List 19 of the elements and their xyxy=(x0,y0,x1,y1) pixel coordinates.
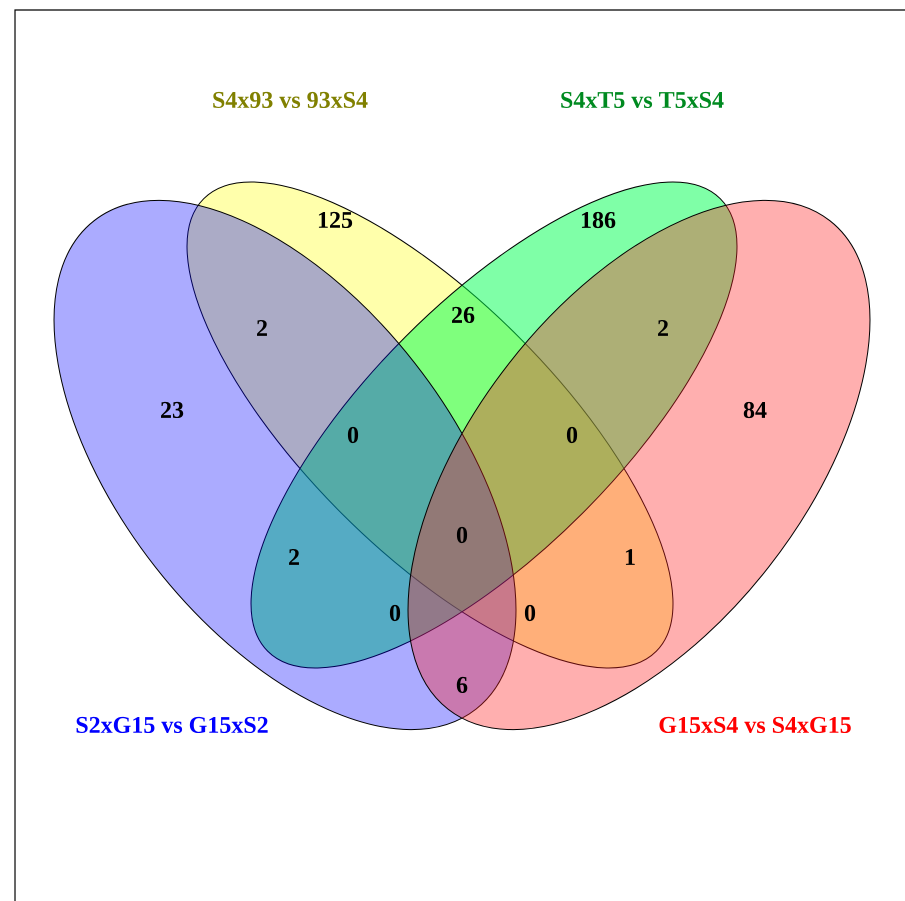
region-count: 26 xyxy=(452,306,474,324)
set-title: S2xG15 vs G15xS2 xyxy=(76,716,268,734)
region-count: 6 xyxy=(456,676,468,694)
region-count: 23 xyxy=(161,402,184,418)
region-count: 0 xyxy=(348,426,358,444)
region-count: 186 xyxy=(582,212,616,228)
region-count: 1 xyxy=(626,549,635,565)
region-count: 0 xyxy=(566,426,578,444)
region-count: 2 xyxy=(257,320,267,336)
region-count: 2 xyxy=(289,549,299,565)
region-count: 0 xyxy=(390,604,400,622)
set-title: G15xS4 vs S4xG15 xyxy=(660,716,851,734)
region-count: 84 xyxy=(744,402,767,418)
region-count: 125 xyxy=(318,212,352,228)
set-title: S4x93 vs 93xS4 xyxy=(213,92,368,108)
set-title: S4xT5 vs T5xS4 xyxy=(561,92,724,108)
region-count: 2 xyxy=(658,320,668,336)
region-count: 0 xyxy=(524,604,536,622)
region-count: 0 xyxy=(456,526,468,544)
